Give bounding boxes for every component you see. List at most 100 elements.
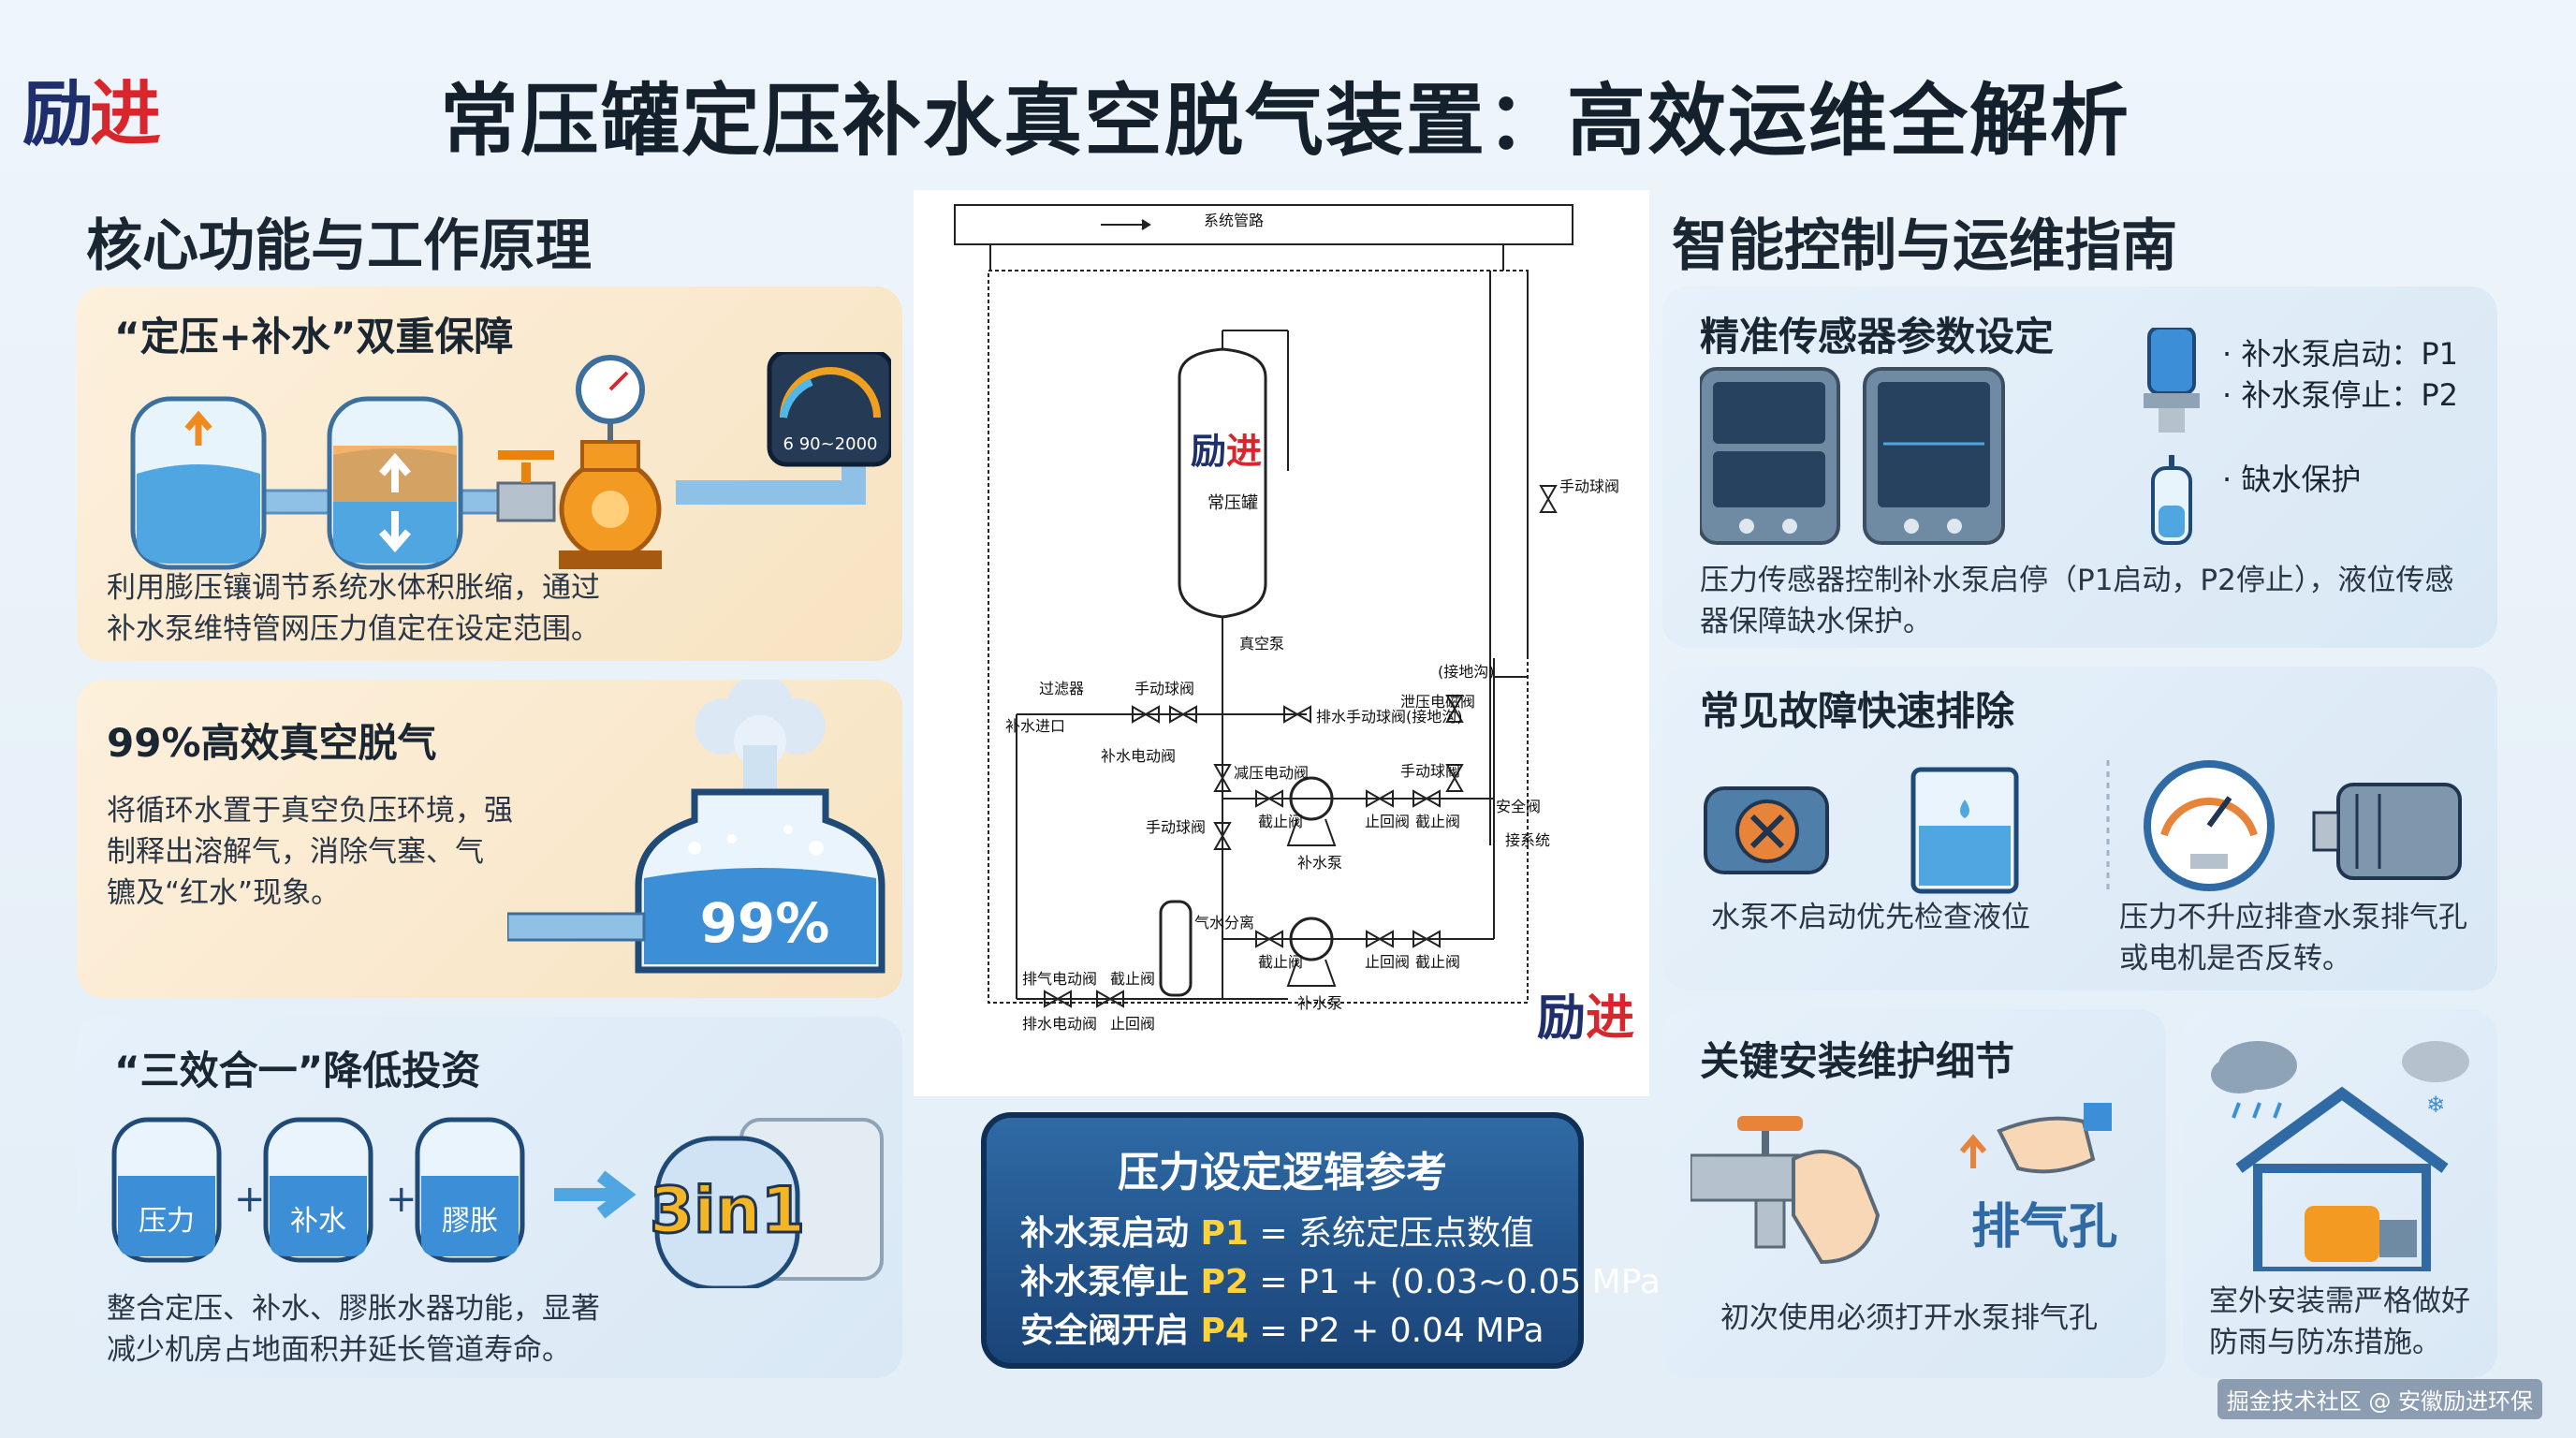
digital-display-icon: 6 90~2000: [767, 352, 891, 467]
diagram-label: 接系统: [1505, 831, 1550, 849]
logic-row: 安全阀开启 P4 = P2 + 0.04 MPa: [1020, 1303, 1544, 1352]
pump-icon: [559, 440, 662, 569]
valve-icon: [496, 450, 556, 522]
desc-line: 室外安装需严格做好: [2209, 1284, 2470, 1318]
corner-logo: 励进: [1537, 990, 1634, 1047]
brand-logo: 励进: [22, 56, 161, 159]
outdoor-caption: 室外安装需严格做好 防雨与防冻措施。: [2209, 1281, 2470, 1363]
system-pipe: [954, 204, 1573, 245]
fault-caption-left: 水泵不启动优先检查液位: [1711, 901, 2030, 934]
tank-icon: 膠胀: [415, 1117, 525, 1263]
card-description: 整合定压、补水、膠胀水器功能，显著 减少机房占地面积并延长管道寿命。: [107, 1288, 600, 1371]
motor-icon: [2312, 783, 2462, 880]
vent-label: 排气孔: [1971, 1199, 2117, 1255]
diagram-label: (接地沟): [1438, 663, 1495, 681]
steam-cloud-icon: [695, 680, 826, 820]
desc-line: 防雨与防冻措施。: [2209, 1326, 2441, 1359]
card-pressure-makeup: “定压+补水”双重保障: [77, 286, 902, 661]
diagram-label: 常压罐: [1208, 493, 1258, 513]
diagram-label: 减压电动阀: [1234, 764, 1309, 782]
svg-text:励进: 励进: [1191, 431, 1262, 472]
logic-label: 补水泵停止: [1020, 1263, 1201, 1301]
diagram-label: 止回阀: [1110, 1015, 1155, 1033]
card-three-in-one: “三效合一”降低投资 压力 + 补水 + 膠胀 3in1 整合定压、补水、膠胀水…: [77, 1017, 902, 1378]
desc-line: 补水泵维特管网压力值定在设定范围。: [107, 612, 600, 646]
troubleshooting-illustration: [1704, 760, 2462, 894]
logo-part-2: 进: [90, 72, 161, 155]
diagram-label: 截止阀: [1415, 953, 1460, 971]
svg-text:+: +: [386, 1178, 417, 1221]
logic-row: 补水泵启动 P1 = 系统定压点数值: [1020, 1206, 1534, 1255]
card-title: 99%高效真空脱气: [107, 720, 437, 766]
install-caption: 初次使用必须打开水泵排气孔: [1720, 1301, 2098, 1335]
diagram-label: 手动球阀: [1400, 762, 1460, 780]
pressure-sensor-icon: [2144, 328, 2200, 433]
water-tank-icon: [1910, 767, 2019, 894]
logic-key: P4: [1200, 1312, 1249, 1350]
pressure-gauge-icon: [576, 355, 645, 442]
installation-illustration: 排气孔: [1690, 1103, 2117, 1265]
card-vacuum-degas: 99%高效真空脱气 将循环水置于真空负压环境，强 制释出溶解气，消除气塞、气 镳…: [77, 680, 902, 998]
diagram-label: 截止阀: [1258, 953, 1303, 971]
diagram-label: 气水分离: [1194, 914, 1254, 932]
schematic-diagram: 系统管路 手动球阀 常压罐 过滤器 补水进口 手动球阀 补水电动阀 排水手动球阀…: [914, 190, 1649, 1096]
page-title: 常压罐定压补水真空脱气装置：高效运维全解析: [440, 75, 2131, 167]
bullet-item: · 补水泵启动：P1: [2222, 336, 2459, 372]
tank-icon: 压力: [111, 1117, 222, 1263]
logic-label: 安全阀开启: [1020, 1312, 1201, 1350]
tank-label: 补水: [290, 1205, 346, 1238]
sensor-bullets: · 补水泵启动：P1 · 补水泵停止：P2 · 缺水保护: [2222, 333, 2458, 500]
logic-key: P2: [1200, 1263, 1249, 1301]
card-sensor-settings: 精准传感器参数设定 · 补水泵启动：P1 · 补水泵停止：P2 · 缺: [1662, 286, 2497, 648]
svg-text:+: +: [234, 1178, 266, 1221]
arrow-right-icon: [554, 1170, 637, 1219]
combo-badge: 3in1: [650, 1174, 805, 1248]
logo-part-2: 进: [1226, 431, 1262, 472]
desc-line: 利用膨压镶调节系统水体积胀缩，通过: [107, 571, 600, 605]
pump-1-symbol: [1289, 776, 1334, 821]
tank-icon: [130, 396, 267, 570]
arrow-up-icon: [1959, 1134, 1987, 1168]
broken-pump-icon: [1704, 786, 1829, 874]
hand-screwdriver-icon: [1997, 1103, 2112, 1174]
desc-line: 减少机房占地面积并延长管道寿命。: [107, 1333, 571, 1367]
logic-label: 补水泵启动: [1020, 1214, 1201, 1253]
desc-line: 制释出溶解气，消除气塞、气: [107, 835, 484, 869]
card-title: “三效合一”降低投资: [114, 1048, 481, 1093]
rain-cloud-icon: [2211, 1041, 2297, 1119]
desc-line: 压力传感器控制补水泵启停（P1启动，P2停止），液位传感: [1700, 564, 2454, 597]
efficiency-badge: 99%: [700, 891, 830, 955]
diagram-label: 手动球阀: [1134, 680, 1194, 697]
svg-text:励进: 励进: [1537, 990, 1634, 1047]
snow-cloud-icon: ❄: [2402, 1041, 2469, 1118]
diagram-label: 补水进口: [1005, 717, 1065, 735]
logic-formula: = P1 + (0.03~0.05 MPa): [1248, 1263, 1674, 1301]
diagram-label: 泄压电磁阀: [1400, 693, 1475, 711]
card-outdoor: ❄ 室外安装需严格做好 防雨与防冻措施。: [2183, 1009, 2497, 1378]
desc-line: 器保障缺水保护。: [1700, 605, 1932, 638]
card-title: 精准传感器参数设定: [1700, 314, 2055, 360]
diagram-label: 系统管路: [1204, 212, 1264, 229]
pump-2-symbol: [1289, 917, 1334, 961]
diagram-label: 截止阀: [1258, 813, 1303, 830]
card-description: 利用膨压镶调节系统水体积胀缩，通过 补水泵维特管网压力值定在设定范围。: [107, 567, 600, 650]
left-section-heading: 核心功能与工作原理: [86, 213, 592, 279]
control-panel-icon: [1863, 367, 2005, 545]
diagram-label: 补水泵: [1297, 994, 1342, 1012]
level-sensor-icon: [2151, 455, 2192, 545]
faucet-valve-icon: [1690, 1116, 1805, 1249]
piping-schematic: 系统管路 手动球阀 常压罐 过滤器 补水进口 手动球阀 补水电动阀 排水手动球阀…: [954, 204, 1634, 1047]
shelter-icon: [2235, 1086, 2449, 1271]
tank-icon: 补水: [263, 1117, 373, 1263]
diagram-label: 补水电动阀: [1101, 747, 1176, 765]
right-section-heading: 智能控制与运维指南: [1672, 213, 2177, 279]
card-description: 压力传感器控制补水泵启停（P1启动，P2停止），液位传感 器保障缺水保护。: [1700, 560, 2453, 642]
logic-title: 压力设定逻辑参考: [1118, 1149, 1447, 1196]
diagram-label: 补水泵: [1297, 854, 1342, 872]
logo-part-1: 励: [1191, 431, 1226, 472]
diagram-label: 过滤器: [1039, 680, 1084, 697]
sensor-illustration: [2144, 328, 2200, 545]
diagram-label: 止回阀: [1365, 953, 1410, 971]
three-in-one-illustration: 压力 + 补水 + 膠胀 3in1: [111, 1117, 884, 1288]
pump-system-illustration: 6 90~2000: [130, 352, 891, 570]
